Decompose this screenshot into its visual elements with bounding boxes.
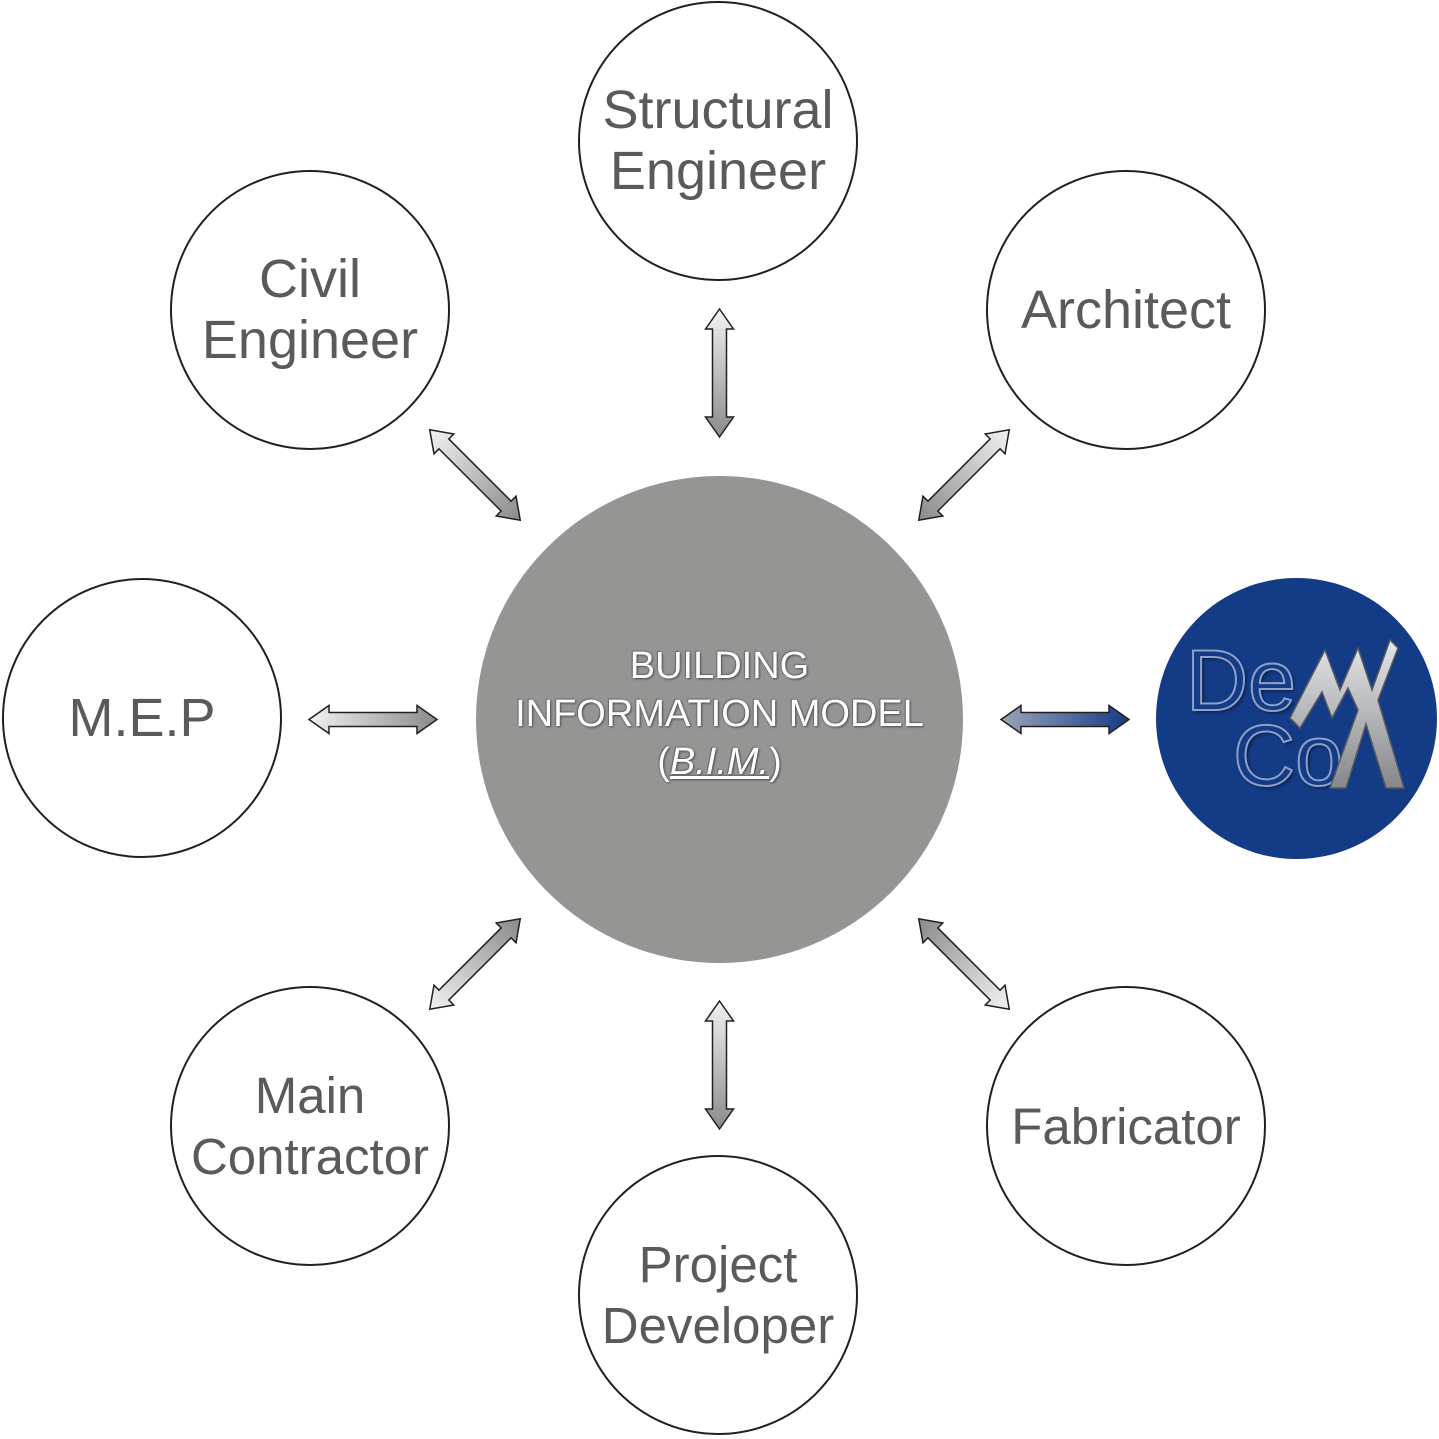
paren-open: ( xyxy=(657,740,670,783)
label-line: Main xyxy=(254,1067,366,1124)
node-label: Structural Engineer xyxy=(602,80,833,202)
label-line: Project xyxy=(638,1236,798,1293)
node-mep: M.E.P xyxy=(2,578,282,858)
label-line: M.E.P xyxy=(68,687,216,748)
label-line: Structural xyxy=(602,80,834,140)
paren-close: ) xyxy=(769,740,782,783)
label-line: Developer xyxy=(601,1297,835,1354)
node-label: Civil Engineer xyxy=(202,249,418,371)
arrow-mep xyxy=(307,704,439,735)
arrow-developer xyxy=(704,999,735,1131)
node-label: Architect xyxy=(1021,280,1231,341)
logo-text-de: De xyxy=(1185,633,1297,729)
label-line: Fabricator xyxy=(1011,1097,1241,1155)
node-main-contractor: Main Contractor xyxy=(170,986,450,1266)
bim-abbreviation: B.I.M. xyxy=(669,740,770,783)
node-fabricator: Fabricator xyxy=(986,986,1266,1266)
node-label: Fabricator xyxy=(1011,1096,1241,1157)
center-line-2: INFORMATION MODEL xyxy=(515,692,924,735)
node-structural-engineer: Structural Engineer xyxy=(578,1,858,281)
arrow-architect xyxy=(917,428,1011,522)
node-architect: Architect xyxy=(986,170,1266,450)
arrow-logo xyxy=(999,704,1131,735)
node-project-developer: Project Developer xyxy=(578,1155,858,1435)
label-line: Engineer xyxy=(609,141,827,201)
arrow-contractor xyxy=(428,917,522,1011)
center-line-3: (B.I.M.) xyxy=(515,738,924,786)
center-line-1: BUILDING xyxy=(629,644,810,687)
node-label: Main Contractor xyxy=(191,1065,429,1187)
label-line: Architect xyxy=(1020,279,1232,340)
center-label: BUILDING INFORMATION MODEL (B.I.M.) xyxy=(515,642,924,786)
arrow-structural xyxy=(704,307,735,439)
node-label: M.E.P xyxy=(68,688,215,749)
label-line: Engineer xyxy=(201,310,419,370)
arrow-fabricator xyxy=(917,917,1011,1011)
arrow-civil xyxy=(428,428,522,522)
logo-text-co: Co xyxy=(1232,708,1344,804)
label-line: Contractor xyxy=(190,1128,430,1185)
label-line: Civil xyxy=(258,249,361,309)
node-civil-engineer: Civil Engineer xyxy=(170,170,450,450)
center-bim-hub: BUILDING INFORMATION MODEL (B.I.M.) xyxy=(476,476,963,963)
node-label: Project Developer xyxy=(602,1234,834,1356)
